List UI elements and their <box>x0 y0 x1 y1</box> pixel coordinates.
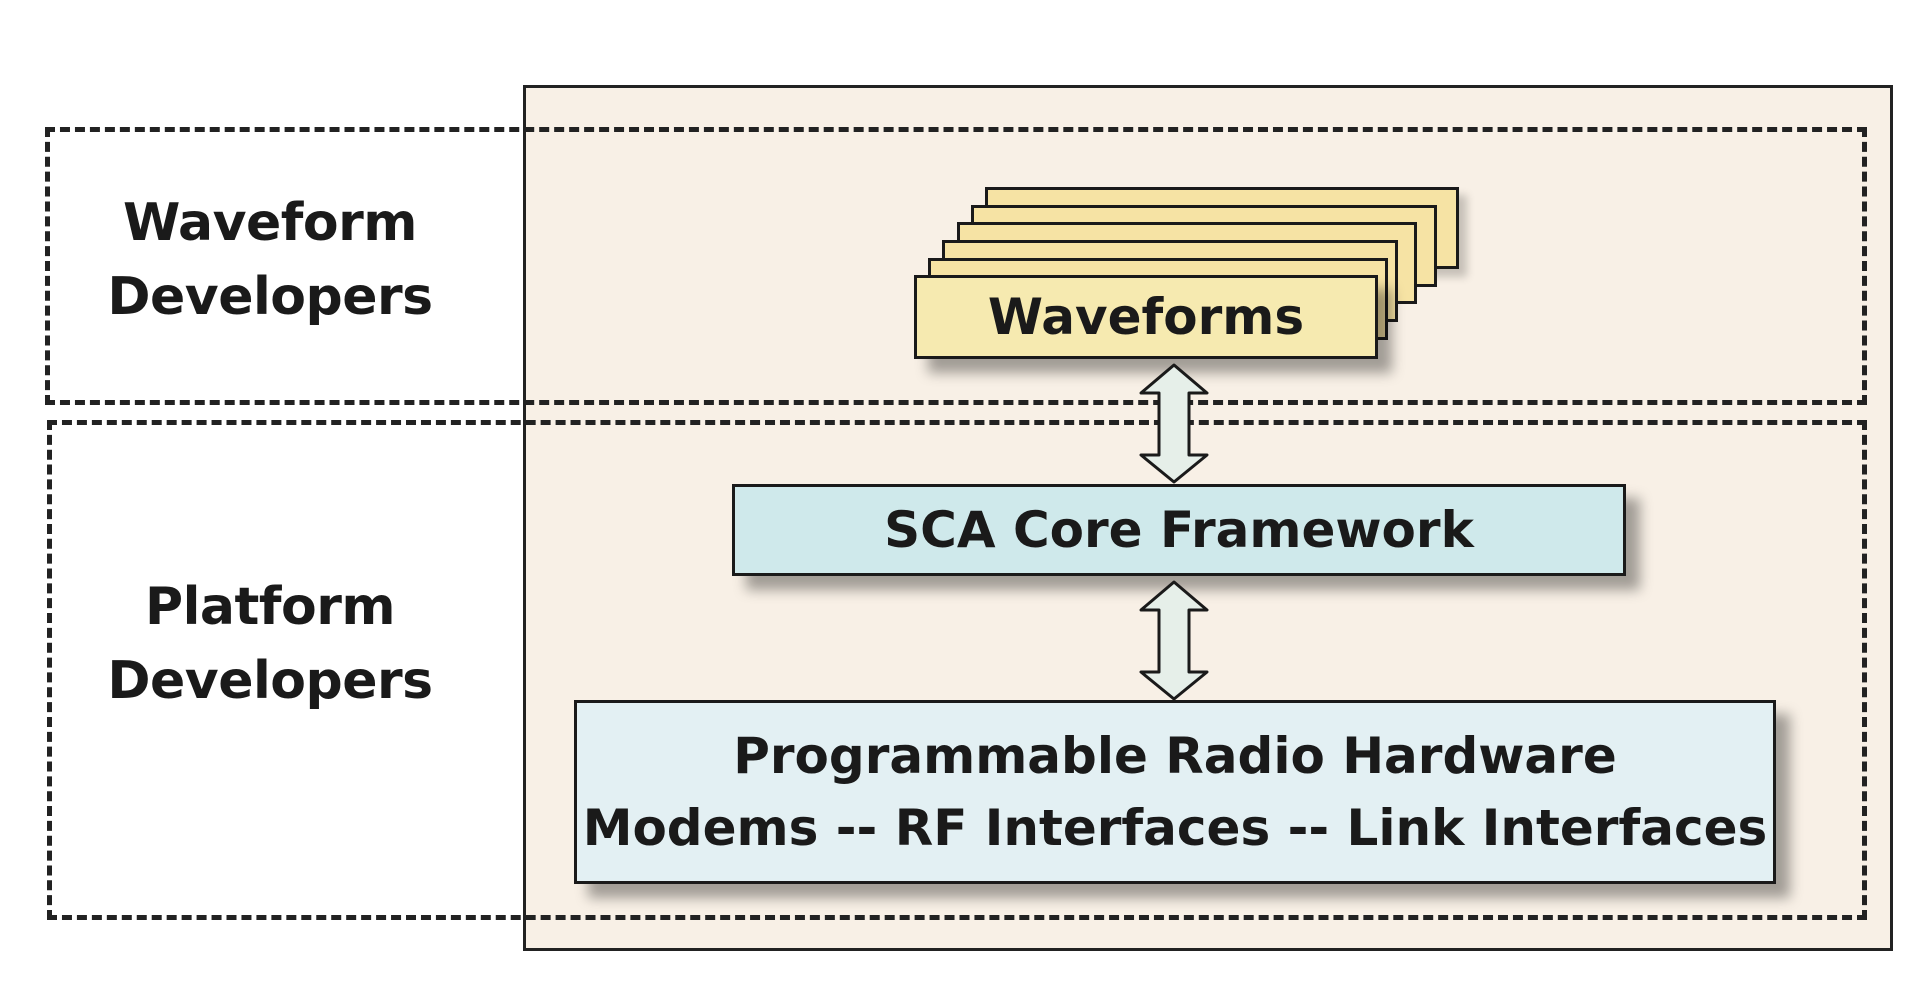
platform-label-line1: Platform <box>144 577 396 637</box>
sca-core-framework-block: SCA Core Framework <box>732 484 1626 576</box>
waveforms-label: Waveforms <box>987 288 1305 346</box>
waveforms-block: Waveforms <box>914 275 1378 359</box>
hardware-label-line1: Programmable Radio Hardware <box>733 727 1617 785</box>
platform-developers-label: Platform Developers <box>80 570 460 718</box>
waveform-label-line1: Waveform <box>123 193 417 253</box>
double-arrow-icon <box>1139 580 1209 701</box>
platform-developers-region <box>47 420 1867 920</box>
platform-label-line2: Developers <box>107 651 433 711</box>
radio-hardware-block: Programmable Radio Hardware Modems -- RF… <box>574 700 1776 884</box>
sca-core-label: SCA Core Framework <box>884 501 1474 559</box>
double-arrow-icon <box>1139 363 1209 484</box>
hardware-label-line2: Modems -- RF Interfaces -- Link Interfac… <box>582 799 1768 857</box>
waveform-label-line2: Developers <box>107 267 433 327</box>
waveform-developers-label: Waveform Developers <box>80 186 460 334</box>
waveform-developers-region <box>45 127 1867 405</box>
